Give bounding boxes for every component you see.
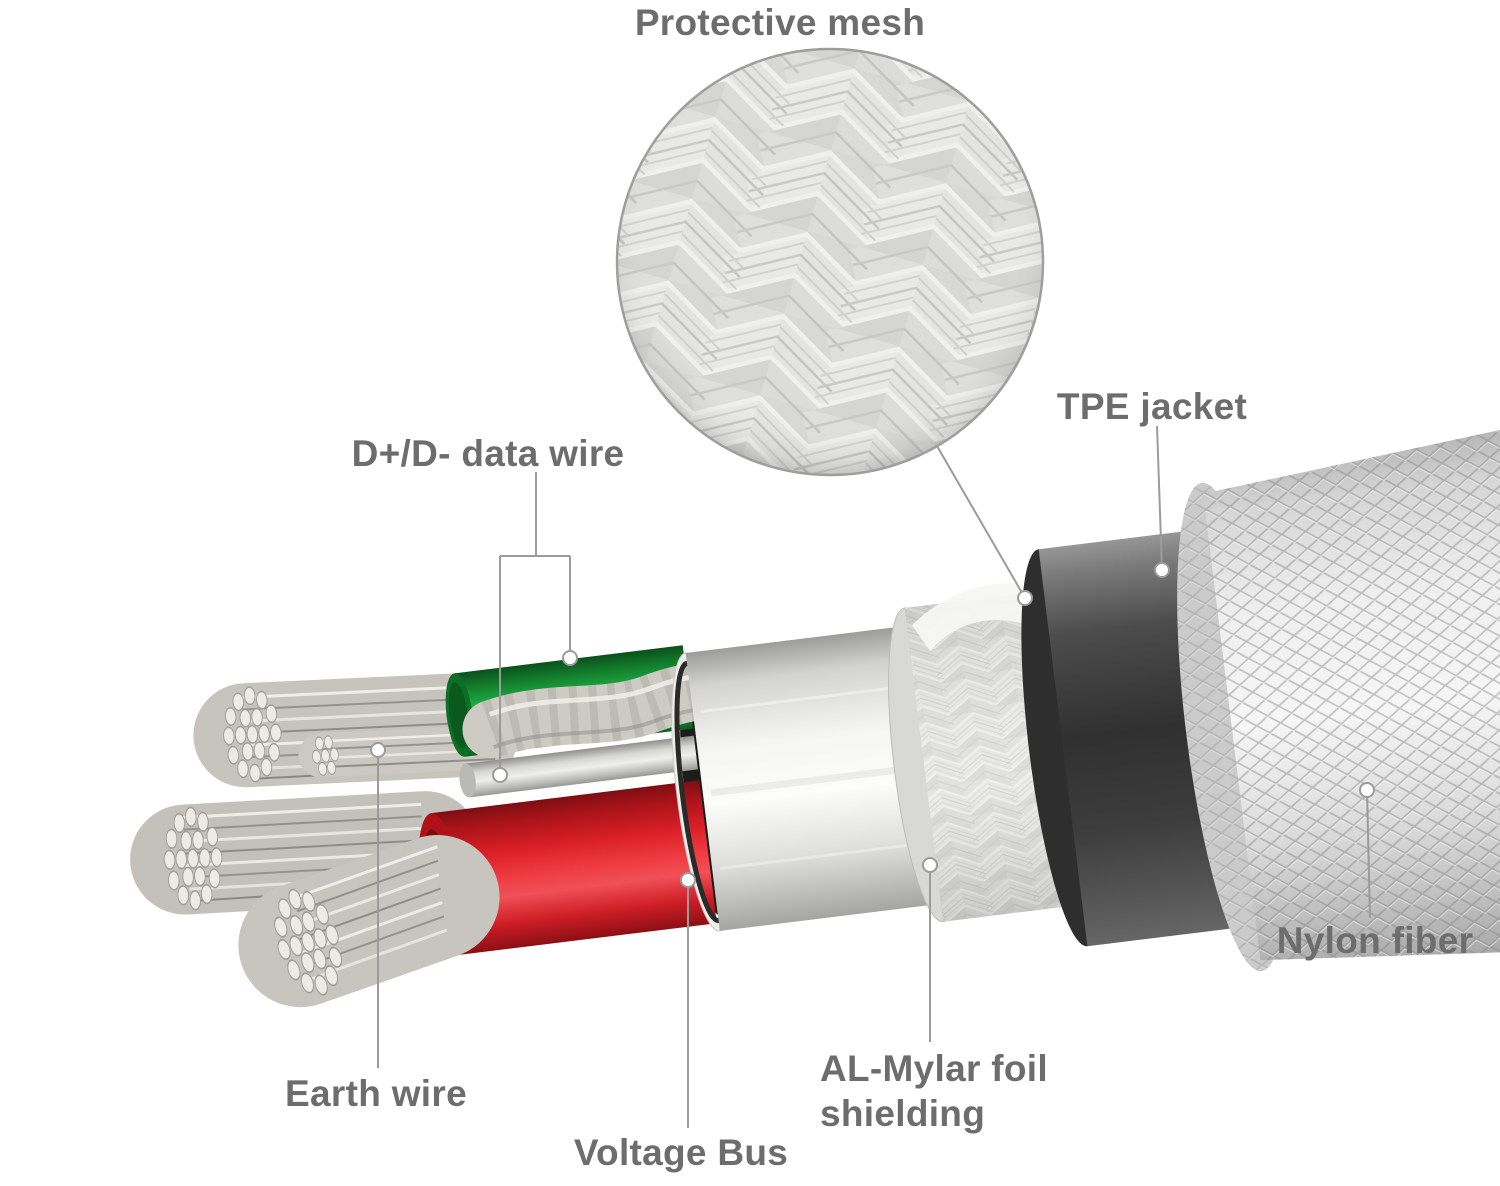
anchor-dot-tpe-jacket: [1154, 562, 1170, 578]
magnifier: [615, 47, 1045, 599]
label-al-mylar: AL-Mylar foil shielding: [820, 1046, 1048, 1136]
anchor-dot-data-wire-white: [492, 767, 508, 783]
gray-data-wire: [459, 735, 698, 798]
label-nylon-fiber: Nylon fiber: [1276, 920, 1474, 961]
magnifier-ring: [615, 47, 1045, 477]
magnifier-leader-line: [936, 445, 1026, 599]
mylar-foil-layer: [685, 625, 942, 931]
anchor-dot-nylon-fiber: [1359, 782, 1375, 798]
label-al-mylar-line2: shielding: [820, 1093, 986, 1134]
anchor-dot-voltage-bus: [680, 872, 696, 888]
label-earth-wire: Earth wire: [285, 1073, 467, 1114]
anchor-dots: [370, 562, 1375, 888]
anchor-dot-data-wire-green: [562, 650, 578, 666]
label-voltage-bus: Voltage Bus: [573, 1132, 789, 1173]
leader-nylon-fiber: [1366, 789, 1371, 919]
anchor-dot-earth-wire: [370, 742, 386, 758]
anchor-dot-al-mylar: [922, 857, 938, 873]
label-tpe-jacket: TPE jacket: [1056, 386, 1248, 427]
leader-lines: [377, 425, 1371, 1128]
anchor-dot-protective-mesh: [1017, 590, 1033, 606]
voltage-conductor-strands: [238, 835, 500, 1008]
foil-sheet-curl: [911, 583, 1041, 652]
nylon-sleeve-layer: [1177, 383, 1500, 972]
leader-tpe-jacket: [1156, 425, 1163, 571]
label-al-mylar-line1: AL-Mylar foil: [820, 1048, 1048, 1089]
label-data-wire: D+/D- data wire: [351, 433, 625, 474]
magnifier-vignette: [617, 49, 1043, 475]
cable-assembly: [130, 383, 1500, 1008]
label-protective-mesh: Protective mesh: [634, 2, 926, 43]
